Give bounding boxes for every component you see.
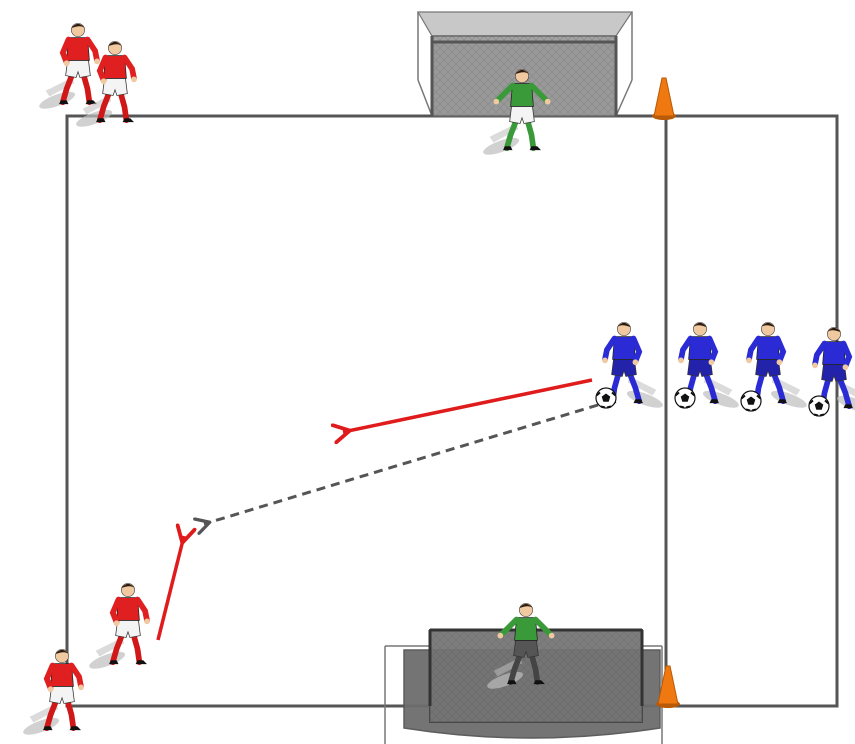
- players: [23, 23, 855, 735]
- blue-player-icon: [602, 322, 663, 408]
- red-player-icon: [76, 41, 137, 127]
- traffic-cone-icon: [652, 77, 676, 120]
- red-player-icon: [89, 583, 150, 669]
- soccer-ball-icon: [595, 387, 617, 409]
- soccer-ball-icon: [674, 387, 696, 409]
- blue-player-icon: [678, 322, 739, 408]
- movement-arrows: [156, 378, 599, 641]
- run-arrow-dashed: [204, 403, 599, 524]
- cones: [652, 77, 680, 708]
- traffic-cone-icon: [656, 665, 680, 708]
- red-player-icon: [23, 649, 84, 735]
- pass-arrow-long: [343, 378, 593, 432]
- pass-arrow-short: [156, 536, 184, 641]
- goalkeeper-top-icon: [483, 69, 551, 155]
- soccer-ball-icon: [808, 395, 830, 417]
- goalkeeper-bottom-icon: [487, 603, 555, 689]
- soccer-ball-icon: [740, 390, 762, 412]
- red-player-icon: [39, 23, 100, 109]
